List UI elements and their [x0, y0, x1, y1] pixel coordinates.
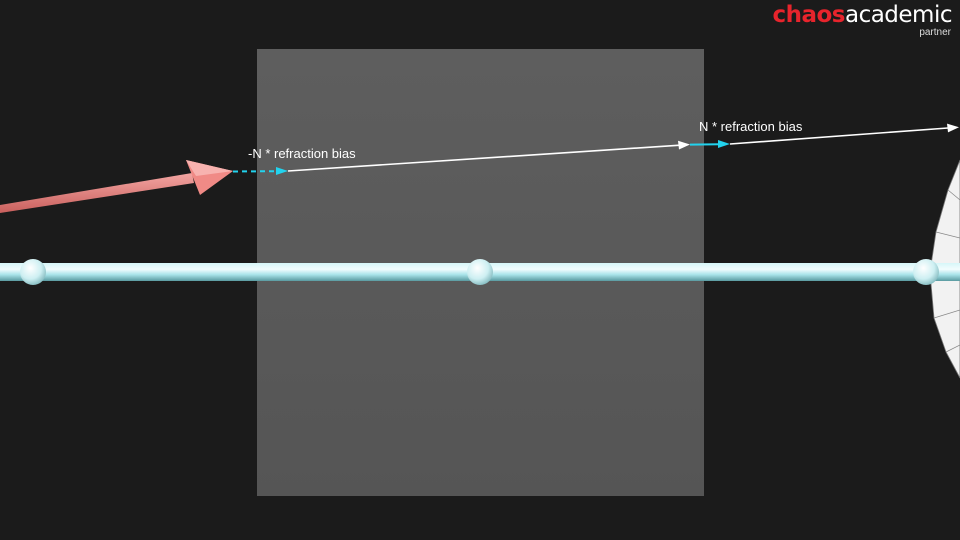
label-neg-bias: -N * refraction bias: [248, 146, 356, 161]
incoming-ray-arrow: [0, 160, 233, 213]
refracted-ray-inner: [287, 140, 690, 172]
neg-bias-offset: [232, 167, 288, 175]
logo-brand-chaos: chaos: [772, 2, 845, 28]
axis-node-left: [20, 259, 46, 285]
axis-node-right: [913, 259, 939, 285]
chaos-academic-logo: chaosacademic partner: [772, 4, 952, 38]
logo-wordmark: chaosacademic: [772, 4, 952, 27]
logo-brand-academic: academic: [844, 2, 953, 28]
logo-subtitle: partner: [919, 27, 951, 38]
pos-bias-offset: [689, 140, 730, 148]
refracted-ray-outer: [729, 123, 959, 145]
label-pos-bias: N * refraction bias: [699, 119, 803, 134]
axis-node-center: [467, 259, 493, 285]
